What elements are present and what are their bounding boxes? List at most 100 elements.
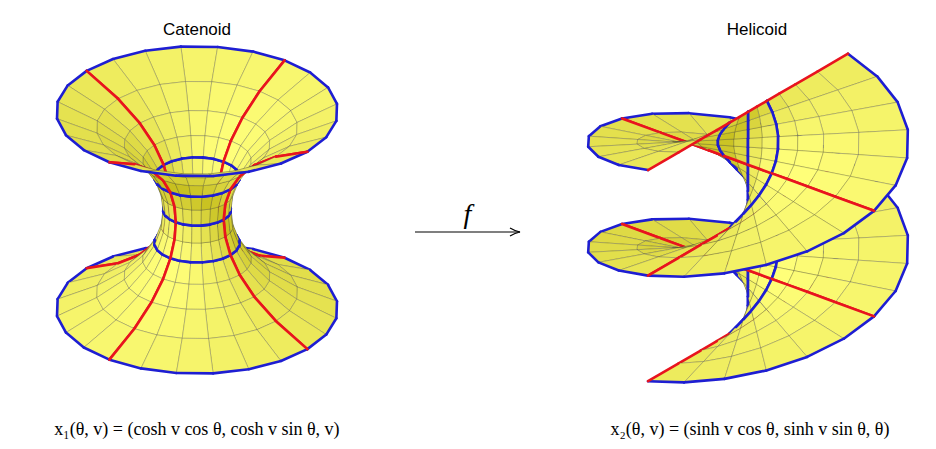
blue-curve (848, 54, 877, 77)
surface-patch (186, 284, 205, 309)
red-curve (134, 302, 151, 328)
surface-patch (180, 242, 192, 263)
blue-curve (213, 259, 223, 261)
surface-patch (175, 207, 184, 225)
blue-curve (587, 136, 590, 147)
surface-patch (748, 138, 762, 149)
surface-patch (205, 307, 234, 338)
helicoid-surface (588, 54, 908, 383)
surface-patch (718, 139, 734, 146)
blue-curve (202, 261, 213, 262)
blue-curve (747, 173, 750, 182)
red-curve (748, 270, 759, 274)
blue-curve (898, 208, 908, 236)
surface-patch (798, 134, 824, 152)
red-curve (679, 351, 701, 364)
surface-patch (798, 134, 824, 152)
blue-curve (844, 211, 874, 233)
blue-curve (619, 270, 648, 275)
surface-patch (168, 282, 189, 309)
surface-patch (201, 195, 213, 210)
surface-patch (201, 242, 213, 263)
blue-curve (772, 112, 776, 124)
red-curve (240, 275, 255, 297)
surface-patch (718, 139, 734, 146)
blue-curve (109, 360, 141, 369)
surface-figure: Catenoid (40, 8, 415, 408)
blue-curve (689, 219, 730, 223)
surface-patch (189, 186, 203, 197)
red-curve (772, 173, 788, 179)
surface-patch (182, 309, 208, 338)
surface-patch (176, 174, 213, 176)
blue-curve (724, 265, 766, 273)
blue-curve (588, 252, 598, 262)
red-curve (748, 165, 759, 169)
red-curve (224, 204, 226, 220)
blue-curve (747, 129, 750, 138)
blue-curve (191, 261, 202, 264)
surface-patch (823, 132, 859, 154)
red-curve (225, 237, 230, 255)
surface-patch (175, 261, 190, 284)
red-curve (729, 117, 739, 123)
blue-curve (87, 59, 113, 71)
surface-patch (209, 223, 218, 242)
blue-curve (326, 121, 336, 137)
blue-curve (281, 349, 307, 361)
blue-curve (176, 174, 213, 177)
surface-patch (234, 164, 281, 172)
blue-curve (202, 195, 213, 196)
blue-curve (335, 104, 338, 121)
red-curve (679, 139, 701, 152)
surface-patch (183, 209, 192, 226)
surface-patch (201, 242, 213, 263)
blue-curve (747, 129, 750, 138)
blue-curve (777, 137, 780, 149)
red-curve (224, 141, 231, 162)
blue-curve (776, 149, 778, 161)
surface-patch (189, 111, 208, 136)
blue-curve (145, 47, 181, 51)
red-curve (224, 220, 226, 237)
surface-patch (185, 82, 211, 111)
surface-patch (157, 307, 186, 339)
blue-curve (724, 370, 766, 378)
blue-curve (170, 193, 180, 196)
red-curve (757, 101, 767, 107)
surface-patch (203, 283, 224, 310)
surface-patch (181, 47, 218, 82)
blue-curve (191, 195, 202, 198)
surface-patch (201, 225, 210, 243)
red-curve (175, 207, 176, 223)
surface-patch (186, 284, 205, 309)
surface-patch (183, 224, 192, 243)
blue-curve (68, 71, 87, 86)
red-curve (154, 145, 163, 165)
red-curve (767, 94, 779, 101)
blue-curve (844, 316, 874, 338)
surface-patch (183, 209, 192, 226)
red-curve (759, 169, 772, 174)
surface-patch (183, 224, 192, 243)
red-curve (224, 220, 226, 237)
surface-patch (84, 150, 135, 164)
surface-patch (175, 261, 190, 284)
blue-curve (192, 156, 203, 159)
blue-curve (772, 267, 776, 279)
blue-curve (589, 126, 601, 136)
blue-curve (766, 251, 807, 265)
surface-patch (191, 197, 202, 211)
blue-curve (192, 224, 201, 227)
surface-patch (141, 335, 182, 373)
blue-curve (776, 124, 778, 136)
blue-curve (170, 258, 180, 261)
surface-patch (203, 283, 224, 310)
figure-heading: Helicoid (727, 20, 787, 40)
surface-patch (189, 262, 203, 284)
surface-patch (209, 171, 249, 176)
surface-patch (168, 282, 189, 309)
blue-curve (66, 135, 84, 150)
blue-curve (652, 217, 689, 220)
surface-patch (234, 164, 281, 172)
